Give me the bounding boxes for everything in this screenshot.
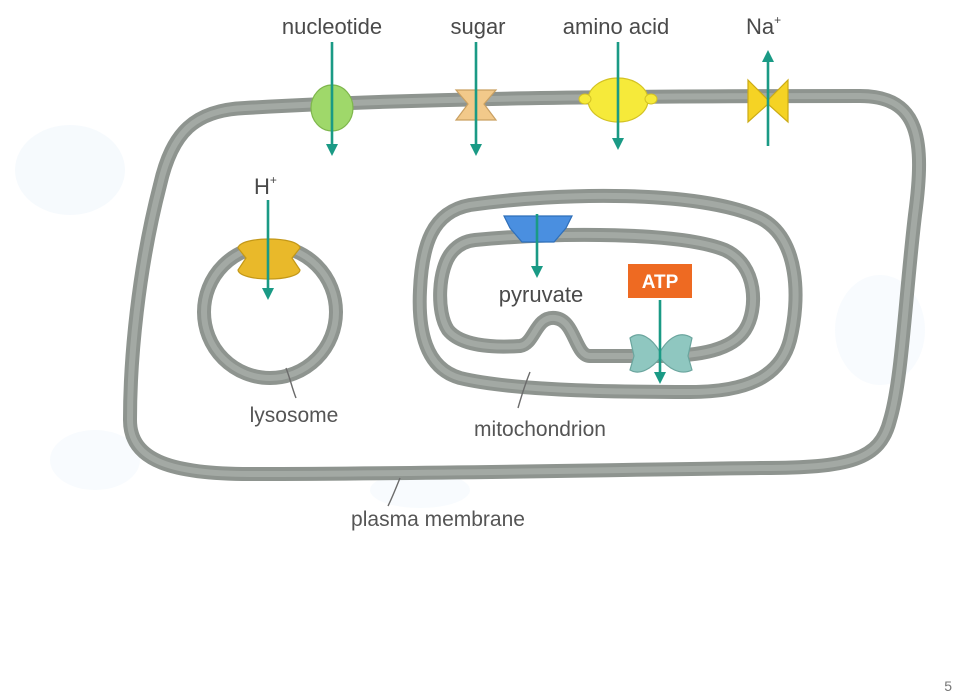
amino-acid-transporter [578, 42, 658, 150]
sugar-transporter [454, 42, 498, 156]
atp-label-box: ATP [628, 264, 692, 298]
na-transporter [747, 50, 789, 146]
na-text: Na [746, 14, 775, 39]
atp-synthase [629, 300, 693, 384]
lysosome-label: lysosome [250, 404, 339, 427]
h-text: H [254, 174, 270, 199]
h-label: H+ [254, 173, 277, 199]
nucleotide-label: nucleotide [282, 14, 382, 39]
nucleotide-transporter [310, 42, 354, 156]
mitochondrion-outer-membrane [412, 188, 803, 399]
plasma-membrane-leader-line [387, 477, 401, 507]
pyruvate-transporter [503, 214, 573, 278]
pyruvate-label: pyruvate [499, 282, 583, 307]
na-label: Na+ [746, 13, 781, 39]
atp-label: ATP [642, 272, 679, 293]
lysosome-leader-line [285, 367, 297, 399]
mitochondrion-leader-line [517, 371, 531, 409]
h-superscript: + [270, 173, 277, 187]
h-pump [237, 200, 301, 300]
mitochondrion-inner-membrane [433, 227, 761, 363]
plasma-membrane [123, 89, 926, 481]
na-superscript: + [774, 13, 781, 27]
sugar-label: sugar [450, 14, 505, 39]
leader-lines [285, 367, 531, 507]
mitochondrion-label: mitochondrion [474, 418, 606, 441]
amino-acid-label: amino acid [563, 14, 669, 39]
plasma-membrane-label: plasma membrane [351, 508, 525, 531]
page-number: 5 [944, 678, 952, 694]
